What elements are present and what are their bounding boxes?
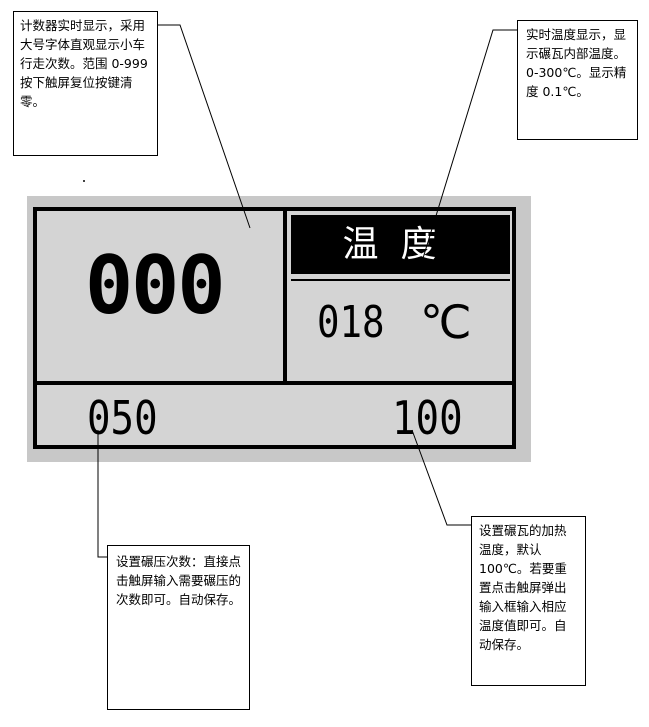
leader-heat xyxy=(411,429,471,526)
divider-vertical xyxy=(283,211,287,381)
title-divider xyxy=(291,279,510,281)
temperature-pane: 温度 018 ℃ xyxy=(287,211,512,381)
divider-horizontal xyxy=(37,381,512,385)
temperature-unit: ℃ xyxy=(420,295,472,349)
leader-temperature xyxy=(419,29,517,269)
temperature-callout: 实时温度显示，显示碾瓦内部温度。0-300℃。显示精度 0.1℃。 xyxy=(517,20,638,140)
temperature-value: 018 xyxy=(317,297,385,348)
temperature-title: 温度 xyxy=(342,224,459,265)
heating-callout: 设置碾瓦的加热温度，默认100℃。若要重置点击触屏弹出输入框输入相应温度值即可。… xyxy=(471,516,586,686)
counter-callout: 计数器实时显示，采用大号字体直观显示小车行走次数。范围 0-999 按下触屏复位… xyxy=(13,11,158,156)
counter-pane: 000 xyxy=(37,211,283,381)
counter-display: 000 xyxy=(85,239,225,332)
temperature-title-bar: 温度 xyxy=(291,215,510,274)
press-count-callout: 设置碾压次数：直接点击触屏输入需要碾压的次数即可。自动保存。 xyxy=(107,545,250,710)
heating-temperature-input[interactable]: 100 xyxy=(392,391,463,445)
leader-counter xyxy=(158,24,251,229)
press-count-input[interactable]: 050 xyxy=(87,391,158,445)
leader-press xyxy=(97,430,107,558)
stray-dot xyxy=(83,180,85,182)
hmi-panel: 000 温度 018 ℃ 050 100 xyxy=(33,207,516,449)
